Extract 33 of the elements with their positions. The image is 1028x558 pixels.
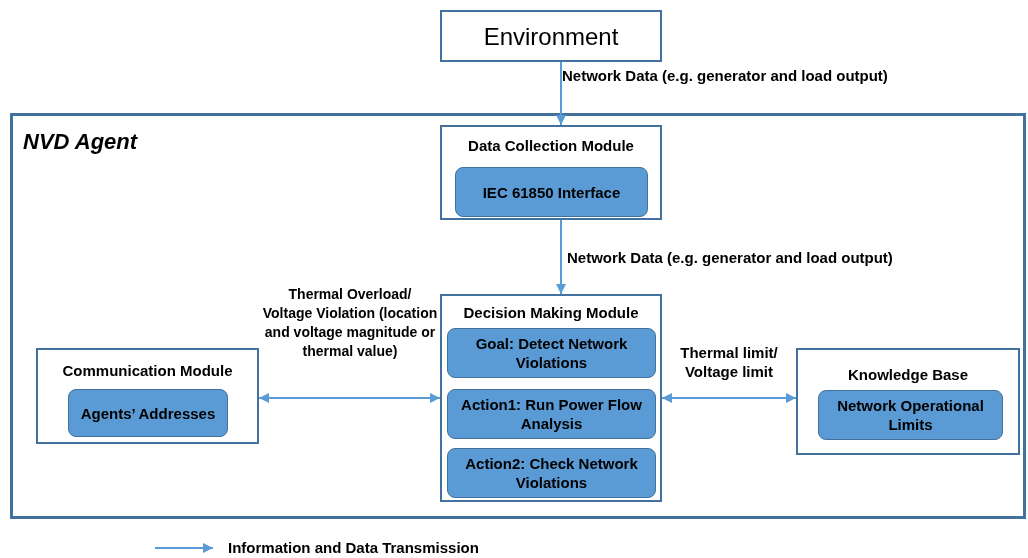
module-box (440, 125, 662, 220)
module-title: Knowledge Base (847, 365, 969, 385)
box-label: Environment (482, 22, 620, 52)
component-box (447, 389, 656, 439)
module-box (440, 294, 662, 502)
arrow (556, 61, 566, 126)
arrow (661, 393, 797, 403)
legend-label: Information and Data Transmission (228, 538, 479, 557)
component-label: Network Operational Limits (836, 396, 985, 434)
module-box (796, 348, 1020, 455)
edge-label: Thermal limit/ Voltage limit (679, 343, 779, 381)
module-box (36, 348, 259, 444)
component-box (447, 328, 656, 378)
process-box (440, 10, 662, 62)
edge-label: Network Data (e.g. generator and load output) (567, 248, 894, 267)
component-label: Action1: Run Power Flow Analysis (460, 395, 643, 433)
component-label: IEC 61850 Interface (481, 182, 622, 202)
component-label: Goal: Detect Network Violations (474, 334, 629, 372)
component-box (447, 448, 656, 498)
module-title: Decision Making Module (462, 303, 640, 323)
arrow (258, 393, 441, 403)
module-title: Data Collection Module (467, 136, 635, 156)
edge-label: Network Data (e.g. generator and load output) (562, 66, 889, 85)
component-label: Agents’ Addresses (79, 403, 217, 423)
component-box (818, 390, 1003, 440)
agent-container (10, 113, 1026, 519)
container-title: NVD Agent (23, 128, 139, 156)
component-label: Action2: Check Network Violations (464, 454, 639, 492)
edge-label: Thermal Overload/ Voltage Violation (location and voltage magnitude or thermal value) (262, 285, 438, 361)
module-title: Communication Module (61, 361, 234, 381)
component-box (455, 167, 648, 217)
component-box (68, 389, 228, 437)
arrow (556, 219, 566, 295)
